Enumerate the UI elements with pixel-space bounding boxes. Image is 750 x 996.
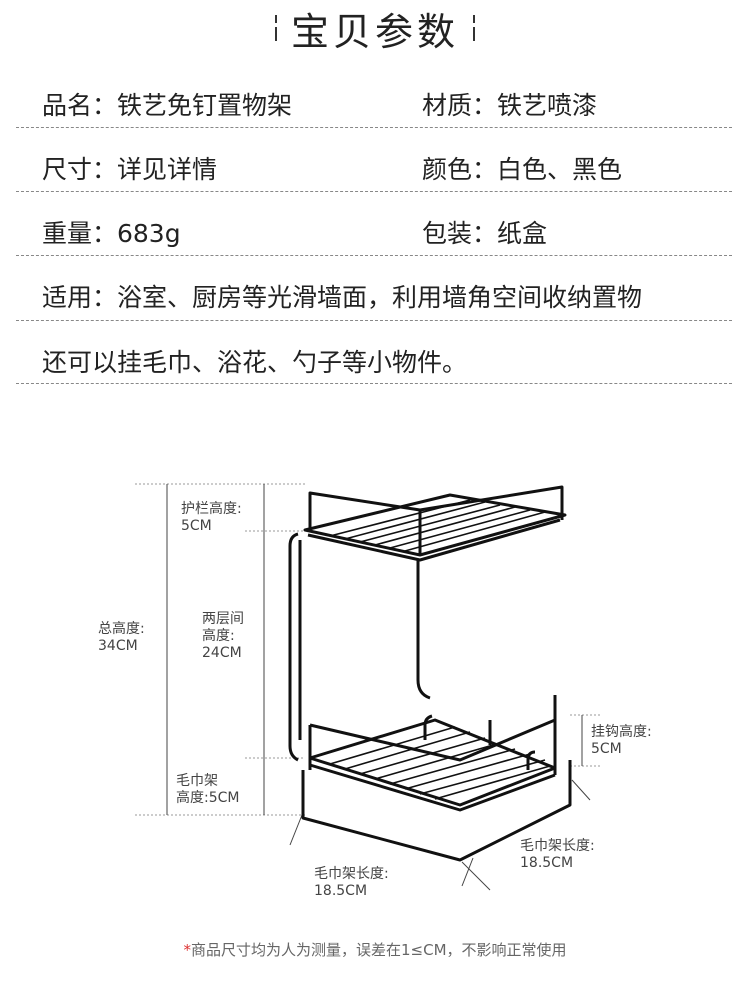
spec-package: 包装：纸盒 xyxy=(422,219,548,248)
spec-row: 适用：浴室、厨房等光滑墙面，利用墙角空间收纳置物 xyxy=(42,262,742,326)
towel-length-left-label: 毛巾架长度: 18.5CM xyxy=(314,866,389,899)
spec-name: 品名：铁艺免钉置物架 xyxy=(42,91,293,120)
section-title-text: 宝贝参数 xyxy=(290,9,459,54)
spec-material: 材质：铁艺喷漆 xyxy=(422,91,598,120)
section-title: 宝贝参数 xyxy=(0,0,750,56)
divider xyxy=(16,383,732,384)
guardrail-height-label: 护栏高度: 5CM xyxy=(181,501,242,534)
divider xyxy=(16,255,732,256)
spec-row: 尺寸：详见详情 颜色：白色、黑色 xyxy=(42,134,742,198)
spec-usage: 适用：浴室、厨房等光滑墙面，利用墙角空间收纳置物 xyxy=(42,283,643,312)
bottom-shelf-slats xyxy=(329,726,551,800)
towel-length-right-label: 毛巾架长度: 18.5CM xyxy=(520,838,595,871)
shelf-frame xyxy=(288,485,572,862)
divider xyxy=(16,191,732,192)
layer-gap-label: 两层间 高度: 24CM xyxy=(202,611,244,661)
towel-rack-height-label: 毛巾架 高度:5CM xyxy=(176,773,240,806)
footnote-text: 商品尺寸均为人为测量，误差在1≤CM，不影响正常使用 xyxy=(190,941,567,959)
measurement-disclaimer: *商品尺寸均为人为测量，误差在1≤CM，不影响正常使用 xyxy=(0,939,750,960)
spec-size: 尺寸：详见详情 xyxy=(42,155,218,184)
spec-row: 还可以挂毛巾、浴花、勺子等小物件。 xyxy=(42,327,742,391)
dimension-guides xyxy=(135,483,600,816)
hook-height-label: 挂钩高度: 5CM xyxy=(591,724,652,757)
spec-weight: 重量：683g xyxy=(42,219,181,248)
total-height-label: 总高度: 34CM xyxy=(98,621,145,654)
title-left-bar xyxy=(274,15,277,41)
top-shelf-slats xyxy=(329,499,546,552)
divider xyxy=(16,127,732,128)
dimension-lines xyxy=(166,484,591,891)
title-right-bar xyxy=(473,15,475,41)
towel-rack-height-value: 5CM xyxy=(208,790,240,806)
spec-row: 品名：铁艺免钉置物架 材质：铁艺喷漆 xyxy=(42,70,742,134)
spec-usage-extra: 还可以挂毛巾、浴花、勺子等小物件。 xyxy=(42,348,468,377)
divider xyxy=(16,320,732,321)
footnote-star: * xyxy=(183,941,191,959)
spec-color: 颜色：白色、黑色 xyxy=(422,155,623,184)
spec-row: 重量：683g 包装：纸盒 xyxy=(42,198,742,262)
